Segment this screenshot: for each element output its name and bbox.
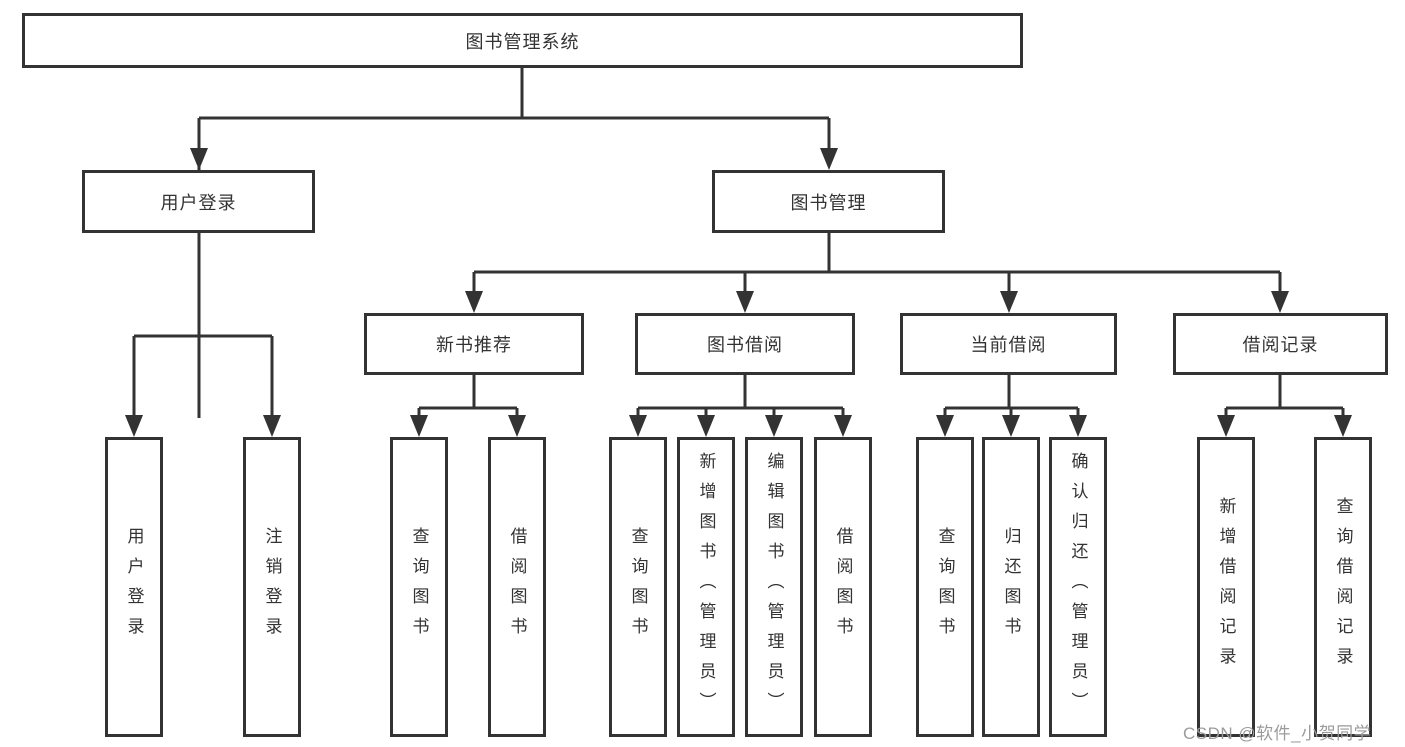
leaf-current-confirm-return-admin-label: 确认归还（管理员）: [1068, 452, 1088, 722]
leaf-borrowing-borrow-books: 借阅图书: [814, 437, 872, 737]
node-new-book-recommendation: 新书推荐: [364, 313, 584, 375]
node-book-management: 图书管理: [712, 170, 945, 233]
leaf-user-login-label: 用户登录: [124, 527, 144, 647]
node-current-borrowing-label: 当前借阅: [970, 335, 1047, 355]
leaf-records-query-record-label: 查询借阅记录: [1333, 497, 1353, 677]
node-book-management-label: 图书管理: [790, 192, 867, 213]
node-user-login-label: 用户登录: [160, 192, 237, 213]
leaf-current-return-books: 归还图书: [982, 437, 1040, 737]
leaf-current-return-books-label: 归还图书: [1001, 527, 1021, 647]
node-root-label: 图书管理系统: [465, 31, 580, 52]
leaf-records-add-record: 新增借阅记录: [1197, 437, 1255, 737]
leaf-recommend-borrow-books-label: 借阅图书: [507, 527, 527, 647]
leaf-current-query-books: 查询图书: [916, 437, 974, 737]
leaf-current-confirm-return-admin: 确认归还（管理员）: [1049, 437, 1107, 737]
leaf-user-login: 用户登录: [105, 437, 163, 737]
leaf-borrowing-borrow-books-label: 借阅图书: [833, 527, 853, 647]
csdn-watermark: CSDN @软件_小贺同学: [1183, 724, 1372, 743]
leaf-records-query-record: 查询借阅记录: [1314, 437, 1372, 737]
node-book-borrowing: 图书借阅: [635, 313, 855, 375]
node-new-book-recommendation-label: 新书推荐: [436, 335, 512, 355]
leaf-borrowing-edit-books-admin-label: 编辑图书（管理员）: [764, 452, 784, 722]
leaf-current-query-books-label: 查询图书: [935, 527, 955, 647]
connector-arrowheads: [125, 148, 1352, 437]
leaf-logout-label: 注销登录: [262, 527, 282, 647]
leaf-recommend-query-books: 查询图书: [390, 437, 448, 737]
node-user-login: 用户登录: [82, 170, 315, 233]
leaf-borrowing-query-books-label: 查询图书: [628, 527, 648, 647]
node-book-borrowing-label: 图书借阅: [707, 335, 783, 355]
leaf-borrowing-add-books-admin: 新增图书（管理员）: [677, 437, 735, 737]
leaf-logout: 注销登录: [243, 437, 301, 737]
leaf-borrowing-query-books: 查询图书: [609, 437, 667, 737]
node-current-borrowing: 当前借阅: [900, 313, 1117, 375]
leaf-recommend-borrow-books: 借阅图书: [488, 437, 546, 737]
leaf-recommend-query-books-label: 查询图书: [409, 527, 429, 647]
connector-lines: [132, 68, 1345, 418]
node-root-library-management-system: 图书管理系统: [22, 13, 1023, 68]
leaf-borrowing-add-books-admin-label: 新增图书（管理员）: [696, 452, 716, 722]
node-borrowing-records-label: 借阅记录: [1242, 335, 1319, 355]
leaf-records-add-record-label: 新增借阅记录: [1216, 497, 1236, 677]
leaf-borrowing-edit-books-admin: 编辑图书（管理员）: [745, 437, 803, 737]
node-borrowing-records: 借阅记录: [1173, 313, 1388, 375]
